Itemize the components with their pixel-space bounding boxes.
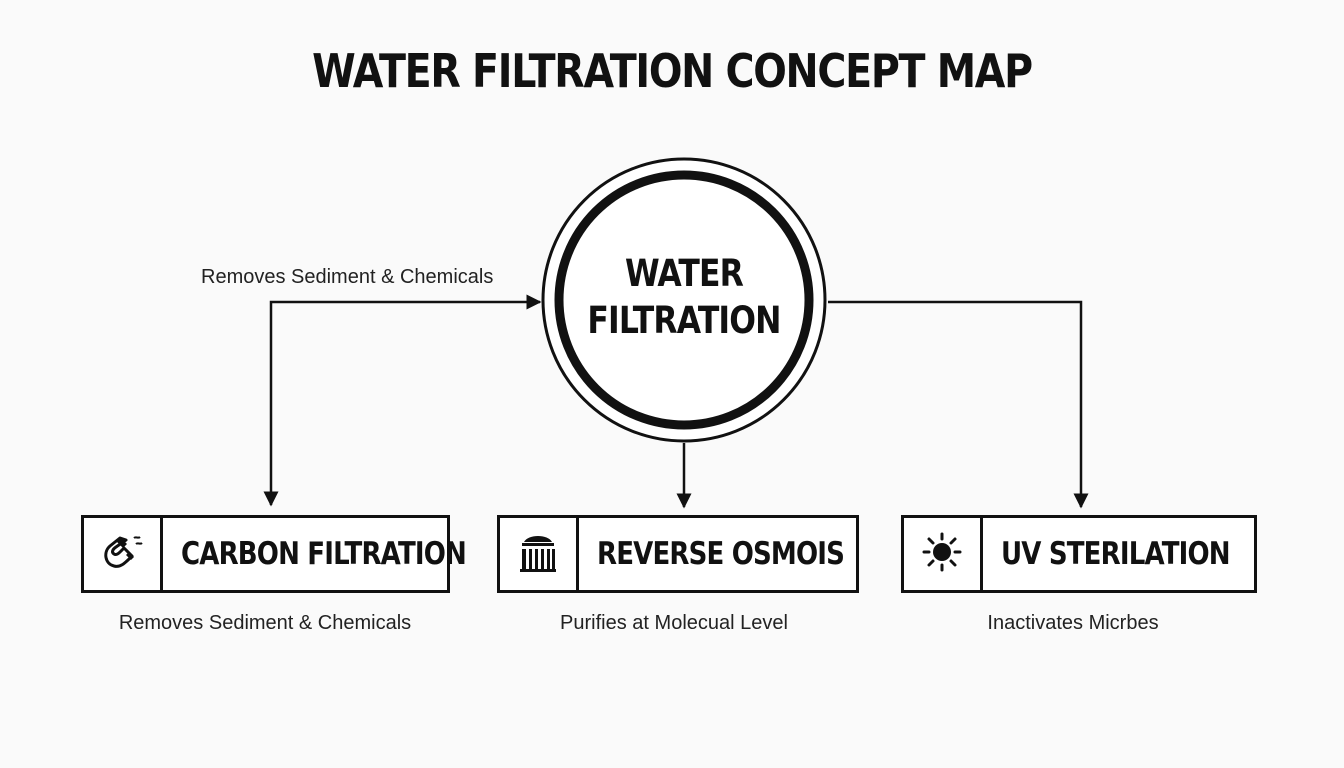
caption-carbon-filtration: Removes Sediment & Chemicals: [118, 612, 412, 634]
caption-uv-sterilation: Inactivates Micrbes: [987, 612, 1159, 634]
connector-uv: [828, 300, 1089, 509]
filter-cartridge-icon: [514, 530, 562, 578]
node-icon-cell: [904, 518, 983, 590]
node-label: CARBON FILTRATION: [181, 536, 467, 572]
connector-carbon: [263, 294, 542, 507]
node-uv-sterilation: UV STERILATION: [901, 515, 1257, 593]
node-icon-cell: [500, 518, 579, 590]
hub-circle: [541, 157, 827, 443]
sun-icon: [920, 530, 964, 578]
node-carbon-filtration: CARBON FILTRATION: [81, 515, 467, 593]
caption-reverse-osmosis: Purifies at Molecual Level: [560, 612, 788, 634]
node-reverse-osmosis: REVERSE OSMOIS: [497, 515, 859, 593]
page-title: WATER FILTRATION CONCEPT MAP: [312, 44, 1033, 98]
hub-label: WATER FILTRATION: [562, 250, 805, 344]
edge-label-carbon: Removes Sediment & Chemicals: [201, 266, 494, 288]
node-label: UV STERILATION: [1001, 536, 1231, 572]
node-label: REVERSE OSMOIS: [597, 536, 845, 572]
magnet-icon: [98, 530, 146, 578]
hub-label-line1: WATER: [624, 252, 744, 295]
hub-label-line2: FILTRATION: [587, 299, 781, 342]
node-icon-cell: [84, 518, 163, 590]
